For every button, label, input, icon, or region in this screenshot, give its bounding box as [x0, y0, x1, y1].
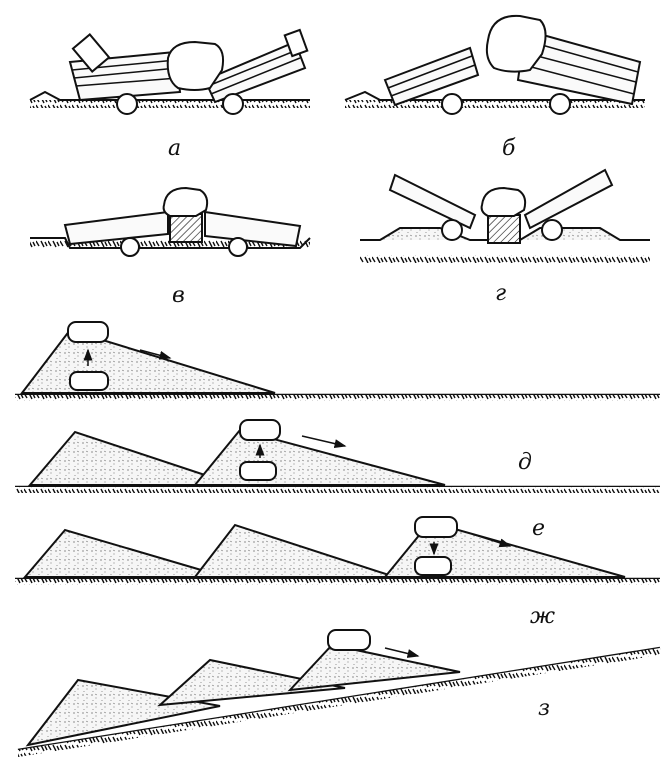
panel-a-machine	[29, 28, 310, 115]
wheel-right	[222, 93, 244, 115]
log-bundle-right	[204, 210, 302, 248]
log-bundle-right	[523, 168, 614, 230]
panel-z-embankment	[17, 629, 661, 757]
log-bundle-right	[203, 28, 309, 104]
boulder	[480, 186, 527, 217]
log-bundle-right	[516, 28, 642, 106]
panel-label-e: е	[532, 516, 546, 541]
boulder	[162, 186, 209, 217]
boulder-top	[327, 629, 371, 651]
panel-zh-embankment	[15, 516, 660, 585]
panel-label-v: в	[172, 283, 185, 308]
ground-strip	[30, 100, 310, 108]
boulder-bottom	[69, 371, 109, 391]
boulder	[166, 40, 225, 91]
panel-label-d: д	[518, 450, 532, 475]
panel-e-embankment	[15, 419, 660, 493]
log-bundle-left	[63, 210, 169, 246]
log-bundle-left	[68, 33, 182, 102]
panel-label-b: б	[502, 136, 516, 161]
panel-d-embankment	[15, 321, 660, 401]
panel-g-machine	[360, 168, 650, 263]
fill-layer	[19, 328, 276, 394]
boulder	[485, 14, 547, 73]
panel-label-z: з	[538, 696, 550, 721]
wheel-left	[116, 93, 138, 115]
boulder-top	[67, 321, 109, 343]
panel-v-machine	[30, 186, 311, 257]
hatched-block	[169, 213, 203, 243]
log-bundle-left	[388, 173, 477, 230]
panel-label-zh: ж	[530, 604, 556, 629]
log-bundle-left	[383, 46, 480, 107]
panel-label-g: г	[495, 281, 507, 306]
panel-label-a: а	[168, 136, 182, 161]
panel-b-machine	[344, 14, 645, 115]
